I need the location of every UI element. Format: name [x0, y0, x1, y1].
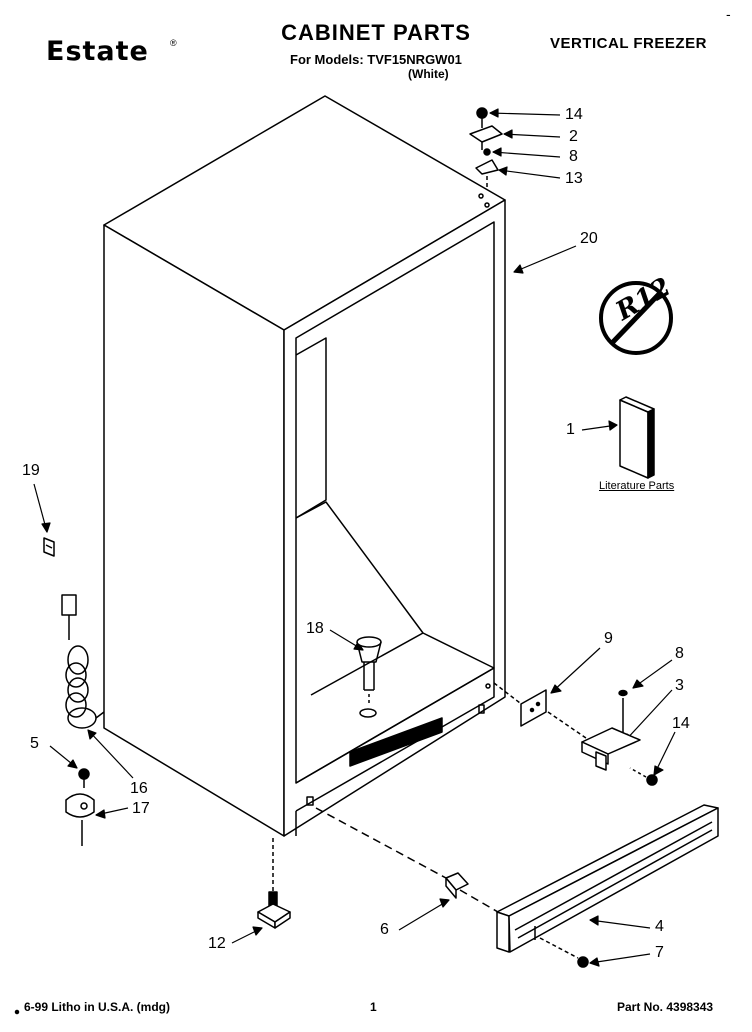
callout-14-right: 14 — [672, 715, 690, 732]
literature-booklet — [619, 396, 655, 479]
product-type: VERTICAL FREEZER — [550, 35, 707, 52]
color-line: (White) — [408, 67, 449, 81]
callout-4: 4 — [655, 918, 664, 935]
callout-16: 16 — [130, 780, 148, 797]
literature-parts-label: Literature Parts — [599, 480, 675, 492]
callout-9: 9 — [604, 630, 613, 647]
screw-5-and-clamp-17 — [65, 768, 95, 846]
callout-1: 1 — [566, 421, 575, 438]
footer-part-number: Part No. 4398343 — [617, 1000, 714, 1014]
callout-6: 6 — [380, 921, 389, 938]
leveling-leg — [257, 838, 291, 929]
callout-8-right: 8 — [675, 645, 684, 662]
grille-mount-path — [315, 807, 499, 913]
callout-13: 13 — [565, 170, 583, 187]
footer-bullet — [14, 1009, 20, 1015]
brand-registered-mark: ® — [170, 38, 177, 48]
callout-2: 2 — [569, 128, 578, 145]
brand-logo: Estate — [46, 36, 149, 67]
drain-tube — [356, 636, 382, 718]
callout-18: 18 — [306, 620, 324, 637]
callout-19: 19 — [22, 462, 40, 479]
footer-page-number: 1 — [370, 1000, 377, 1014]
callout-3: 3 — [675, 677, 684, 694]
callout-8-top: 8 — [569, 148, 578, 165]
callout-5: 5 — [30, 735, 39, 752]
callout-12: 12 — [208, 935, 226, 952]
bottom-hinge-assembly — [493, 682, 658, 786]
callout-7: 7 — [655, 944, 664, 961]
power-cord — [61, 594, 105, 729]
part-19-clip — [43, 537, 55, 557]
callout-17: 17 — [132, 800, 150, 817]
cabinet-body — [103, 95, 506, 837]
callout-20: 20 — [580, 230, 598, 247]
callout-14-top: 14 — [565, 106, 583, 123]
no-r12-symbol — [599, 281, 673, 355]
top-hinge-assembly — [469, 107, 503, 190]
leader-lines — [33, 108, 676, 967]
models-line: For Models: TVF15NRGW01 — [290, 52, 462, 67]
footer-litho: 6-99 Litho in U.S.A. (mdg) — [24, 1000, 170, 1014]
screw-7 — [539, 937, 589, 968]
grille-clip — [445, 872, 469, 899]
page-title: CABINET PARTS — [281, 20, 471, 45]
toe-grille — [496, 804, 719, 953]
corner-mark: - — [726, 6, 731, 22]
